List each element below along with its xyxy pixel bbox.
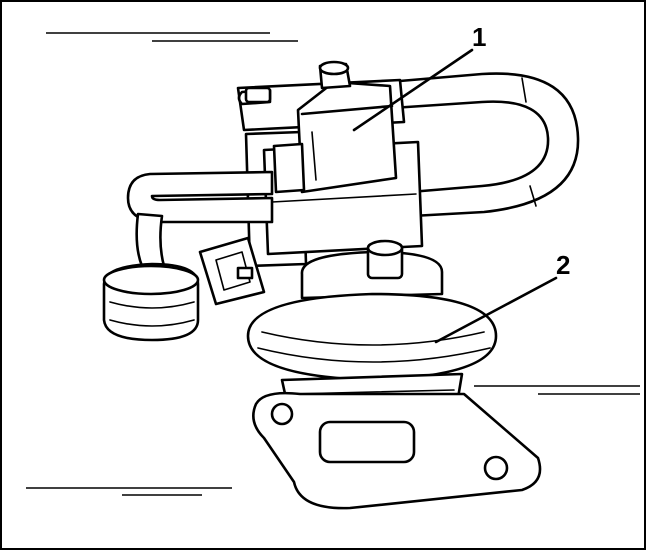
callout-1: 1: [472, 22, 486, 52]
callout-2: 2: [556, 250, 570, 280]
egr-valve: [246, 239, 542, 510]
electrical-connector: [198, 236, 266, 306]
callouts: 1 2: [352, 22, 570, 344]
background-lines: [26, 32, 640, 496]
left-canister: [102, 262, 200, 342]
u-hose: [386, 72, 580, 218]
solenoid-valve: [272, 60, 398, 194]
